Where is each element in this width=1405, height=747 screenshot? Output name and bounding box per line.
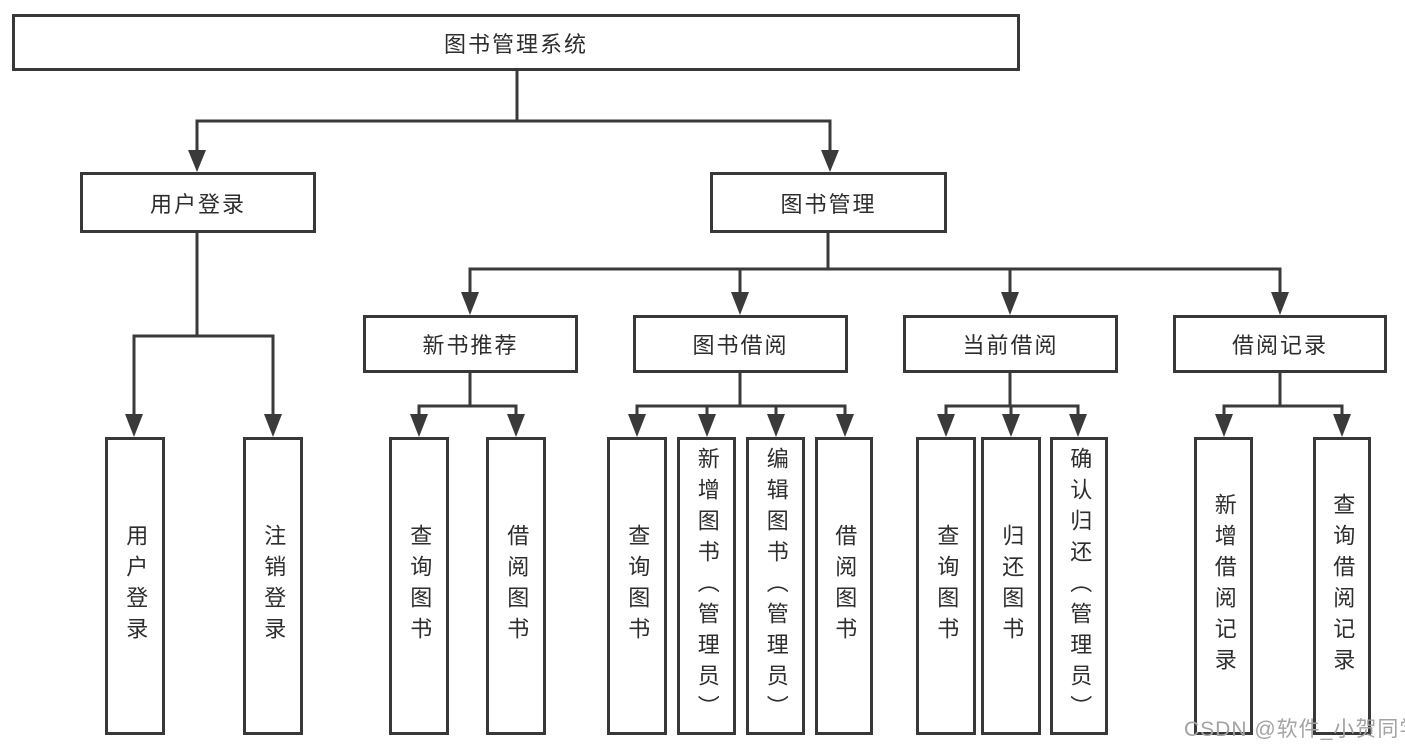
connector-user-login-branch (125, 232, 282, 437)
leaf-bb-borrow-books-label: 借阅图书 (832, 524, 858, 648)
csdn-watermark: CSDN @软件_小贺同学 (1184, 718, 1405, 741)
leaf-cb-query-books: 查询图书 (916, 437, 976, 735)
connector-current-borrow-branch (937, 373, 1087, 437)
leaf-bb-add-books-admin-label: 新增图书（管理员） (694, 446, 720, 726)
leaf-bb-add-books-admin: 新增图书（管理员） (677, 437, 736, 735)
leaf-bb-edit-books-admin-label: 编辑图书（管理员） (763, 446, 789, 726)
leaf-br-query-record: 查询借阅记录 (1313, 437, 1371, 735)
leaf-logout: 注销登录 (243, 437, 303, 735)
connector-book-mgmt-branch (461, 232, 1289, 315)
node-borrow-records: 借阅记录 (1173, 315, 1387, 373)
leaf-nb-borrow-books-label: 借阅图书 (504, 524, 530, 648)
leaf-bb-borrow-books: 借阅图书 (815, 437, 873, 735)
node-user-login: 用户登录 (80, 172, 316, 233)
node-current-borrowing-label: 当前借阅 (962, 333, 1059, 358)
leaf-br-add-record: 新增借阅记录 (1194, 437, 1253, 735)
node-current-borrowing: 当前借阅 (903, 315, 1118, 373)
leaf-cb-return-books: 归还图书 (981, 437, 1041, 735)
node-book-borrowing: 图书借阅 (633, 315, 848, 373)
leaf-cb-confirm-return-admin-label: 确认归还（管理员） (1067, 446, 1093, 726)
node-new-book-recommend: 新书推荐 (363, 315, 578, 373)
leaf-cb-return-books-label: 归还图书 (999, 524, 1025, 648)
node-book-borrowing-label: 图书借阅 (692, 333, 789, 358)
node-user-login-label: 用户登录 (149, 191, 246, 217)
node-book-management: 图书管理 (710, 172, 947, 233)
leaf-cb-confirm-return-admin: 确认归还（管理员） (1050, 437, 1108, 735)
leaf-br-add-record-label: 新增借阅记录 (1211, 493, 1237, 679)
leaf-user-login: 用户登录 (105, 437, 165, 735)
leaf-bb-query-books-label: 查询图书 (625, 524, 651, 648)
node-library-system: 图书管理系统 (12, 14, 1020, 71)
leaf-logout-label: 注销登录 (261, 524, 287, 648)
connector-borrow-records-branch (1215, 373, 1351, 437)
node-library-system-label: 图书管理系统 (443, 31, 588, 57)
leaf-nb-borrow-books: 借阅图书 (486, 437, 546, 735)
leaf-user-login-label: 用户登录 (123, 524, 149, 648)
leaf-nb-query-books: 查询图书 (389, 437, 449, 735)
connector-new-books-branch (410, 373, 525, 437)
leaf-bb-query-books: 查询图书 (607, 437, 667, 735)
connector-book-borrow-branch (628, 373, 854, 437)
node-book-management-label: 图书管理 (780, 191, 877, 217)
connector-root-branch (188, 70, 839, 172)
leaf-br-query-record-label: 查询借阅记录 (1330, 493, 1356, 679)
node-new-book-recommend-label: 新书推荐 (422, 333, 519, 358)
leaf-nb-query-books-label: 查询图书 (407, 524, 433, 648)
leaf-cb-query-books-label: 查询图书 (934, 524, 960, 648)
node-borrow-records-label: 借阅记录 (1231, 333, 1328, 358)
leaf-bb-edit-books-admin: 编辑图书（管理员） (746, 437, 805, 735)
